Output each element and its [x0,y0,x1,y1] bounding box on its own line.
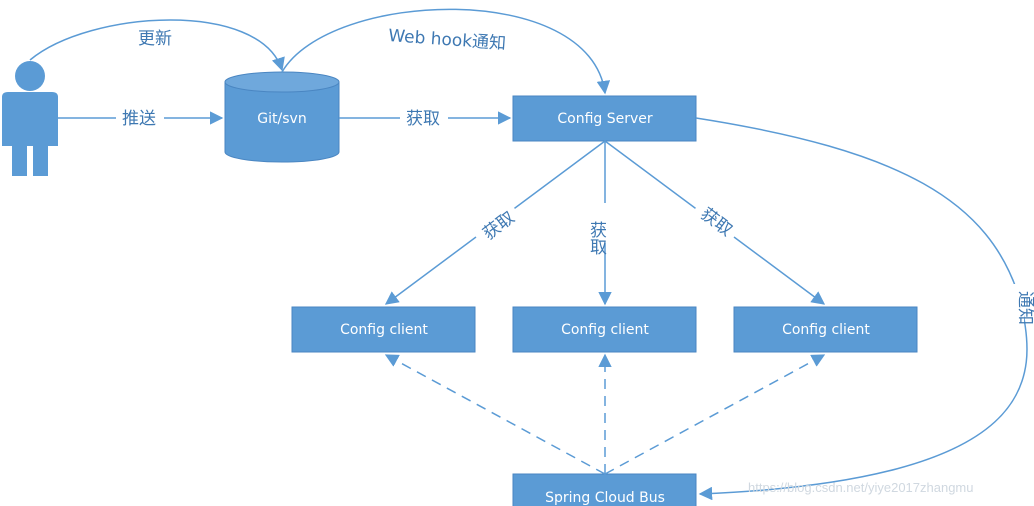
edge-fetch-repo-label: 获取 [406,109,440,129]
edge-update-label: 更新 [138,29,172,49]
config-server-label: Config Server [557,111,653,127]
edge-webhook [281,8,611,95]
watermark-text: https://blog.csdn.net/yiye2017zhangmu [748,480,974,495]
edge-notify [695,117,1028,501]
repo-database: Git/svn [224,71,340,163]
repo-label: Git/svn [257,111,306,127]
edge-bus-right [604,354,826,475]
config-client-right-box: Config client [733,306,918,353]
spring-cloud-bus-label: Spring Cloud Bus [545,490,665,506]
config-client-center-box: Config client [512,306,697,353]
edge-update [29,19,285,72]
person-icon [2,61,58,176]
config-server-box: Config Server [512,95,697,142]
edge-notify-label: 通知 [1015,291,1034,325]
edge-fetch-center-label: 获取 [586,221,607,255]
edge-webhook-label: Web hook通知 [388,26,507,54]
config-client-left-label: Config client [340,322,428,338]
config-client-right-label: Config client [782,322,870,338]
config-client-center-label: Config client [561,322,649,338]
config-client-left-box: Config client [291,306,476,353]
spring-cloud-bus-box: Spring Cloud Bus [512,473,697,506]
edge-push-label: 推送 [122,109,156,129]
edge-bus-left [384,354,606,475]
